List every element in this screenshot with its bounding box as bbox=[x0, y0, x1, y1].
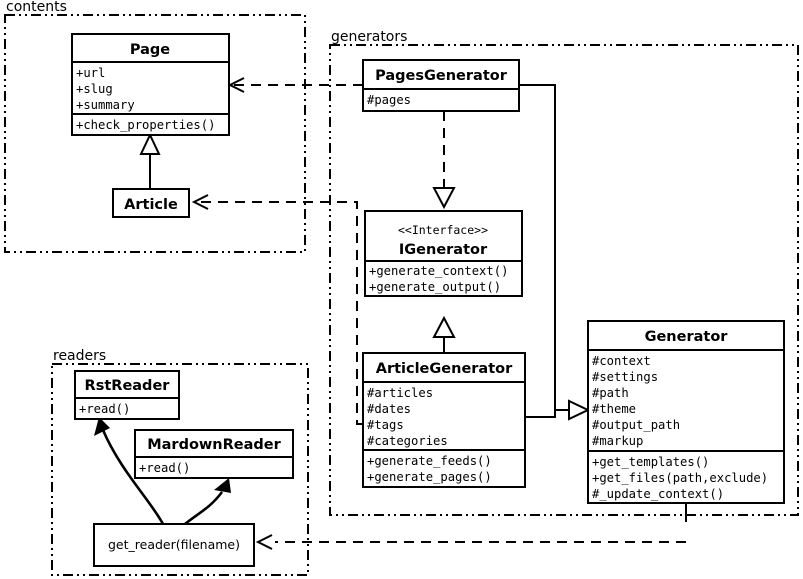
relation-getreader-rstreader-line bbox=[101, 429, 165, 525]
relation-articlegenerator-generator bbox=[525, 399, 591, 421]
class-method-mardownreader-read: +read() bbox=[139, 461, 190, 475]
relation-pagesgenerator-generator-line bbox=[519, 84, 570, 411]
class-name-pagesgenerator: PagesGenerator bbox=[375, 68, 508, 84]
package-generators-border bbox=[329, 44, 799, 516]
relation-getreader-mardownreader-arrowhead bbox=[214, 478, 231, 493]
relation-article-page-arrowhead bbox=[139, 132, 161, 155]
class-method-page-check-properties: +check_properties() bbox=[76, 118, 215, 132]
relation-pagesgenerator-igenerator bbox=[432, 111, 456, 210]
relation-pagesgenerator-page bbox=[227, 77, 363, 93]
function-box-get-reader-frame bbox=[93, 523, 255, 567]
package-generators-label: generators bbox=[331, 29, 407, 45]
class-name-articlegenerator: ArticleGenerator bbox=[376, 361, 513, 377]
relation-generator-arrowhead bbox=[568, 399, 591, 421]
class-box-page-frame bbox=[71, 33, 230, 136]
class-attribute-generator-settings: #settings bbox=[592, 370, 658, 384]
class-method-igenerator-generate-context: +generate_context() bbox=[369, 264, 508, 278]
class-name-igenerator: IGenerator bbox=[399, 242, 488, 258]
function-label-get-reader: get_reader(filename) bbox=[108, 537, 240, 552]
relation-getreader-rstreader bbox=[94, 417, 165, 525]
class-attribute-generator-markup: #markup bbox=[592, 434, 643, 448]
class-attribute-page-url: +url bbox=[76, 66, 105, 80]
function-box-get-reader[interactable]: get_reader(filename) bbox=[93, 523, 255, 567]
class-box-articlegenerator[interactable]: ArticleGenerator #articles #dates #tags … bbox=[362, 352, 526, 488]
class-attribute-articlegenerator-articles: #articles bbox=[367, 386, 433, 400]
class-method-generator-get-templates: +get_templates() bbox=[592, 455, 709, 469]
class-attribute-page-slug: +slug bbox=[76, 82, 113, 96]
class-attribute-generator-path: #path bbox=[592, 386, 629, 400]
class-box-page[interactable]: Page +url +slug +summary +check_properti… bbox=[71, 33, 230, 136]
class-name-mardownreader: MardownReader bbox=[147, 437, 281, 453]
class-box-igenerator[interactable]: <<Interface>> IGenerator +generate_conte… bbox=[364, 210, 523, 297]
class-box-articlegenerator-frame bbox=[362, 352, 526, 488]
package-readers-label: readers bbox=[53, 348, 106, 364]
relation-articlegenerator-igenerator bbox=[432, 315, 456, 353]
class-box-generator[interactable]: Generator #context #settings #path #them… bbox=[587, 320, 785, 504]
class-box-rstreader[interactable]: RstReader +read() bbox=[74, 370, 180, 420]
class-box-pagesgenerator-frame bbox=[362, 59, 520, 112]
relation-articlegenerator-article-arrowhead bbox=[191, 194, 209, 210]
class-method-generator-update-context: #_update_context() bbox=[592, 487, 724, 501]
relation-getreader-mardownreader bbox=[184, 478, 231, 526]
class-method-igenerator-generate-output: +generate_output() bbox=[369, 280, 501, 294]
relation-article-page bbox=[139, 132, 161, 189]
package-generators: generators bbox=[329, 29, 799, 516]
class-method-rstreader-read: +read() bbox=[79, 402, 130, 416]
package-contents-border bbox=[4, 14, 306, 253]
relation-getreader-rstreader-arrowhead bbox=[94, 417, 110, 436]
class-attribute-articlegenerator-tags: #tags bbox=[367, 418, 404, 432]
class-attribute-articlegenerator-dates: #dates bbox=[367, 402, 411, 416]
relation-pagesgenerator-igenerator-arrowhead bbox=[432, 187, 456, 210]
class-box-article[interactable]: Article bbox=[112, 188, 190, 218]
class-attribute-pagesgenerator-pages: #pages bbox=[367, 93, 411, 107]
relation-articlegenerator-article bbox=[191, 194, 363, 425]
class-box-article-frame bbox=[112, 188, 190, 218]
relation-articlegenerator-igenerator-arrowhead bbox=[432, 315, 456, 338]
class-name-generator: Generator bbox=[645, 329, 729, 345]
relation-generator-getreader-arrowhead bbox=[255, 534, 273, 550]
class-method-generator-get-files: +get_files(path,exclude) bbox=[592, 471, 768, 485]
class-box-mardownreader[interactable]: MardownReader +read() bbox=[134, 429, 294, 479]
class-box-generator-frame bbox=[587, 320, 785, 504]
class-box-igenerator-frame bbox=[364, 210, 523, 297]
relation-getreader-mardownreader-line bbox=[184, 491, 224, 526]
package-readers: readers bbox=[51, 348, 309, 576]
class-stereotype-igenerator: <<Interface>> bbox=[398, 223, 488, 237]
class-name-rstreader: RstReader bbox=[85, 378, 171, 394]
package-contents-label: contents bbox=[6, 0, 67, 15]
class-method-articlegenerator-generate-pages: +generate_pages() bbox=[367, 470, 492, 484]
class-attribute-generator-theme: #theme bbox=[592, 402, 636, 416]
class-box-mardownreader-frame bbox=[134, 429, 294, 479]
relation-pagesgenerator-generator bbox=[519, 84, 570, 411]
class-name-page: Page bbox=[130, 42, 170, 58]
class-name-article: Article bbox=[124, 197, 178, 213]
class-attribute-generator-output-path: #output_path bbox=[592, 418, 680, 432]
relation-articlegenerator-article-line bbox=[198, 201, 363, 425]
relation-generator-getreader bbox=[255, 503, 687, 550]
class-box-pagesgenerator[interactable]: PagesGenerator #pages bbox=[362, 59, 520, 112]
class-attribute-articlegenerator-categories: #categories bbox=[367, 434, 448, 448]
relation-articlegenerator-generator-line bbox=[525, 409, 570, 418]
class-box-rstreader-frame bbox=[74, 370, 180, 420]
class-attribute-page-summary: +summary bbox=[76, 98, 135, 112]
class-attribute-generator-context: #context bbox=[592, 354, 651, 368]
package-contents: contents bbox=[4, 0, 306, 253]
class-method-articlegenerator-generate-feeds: +generate_feeds() bbox=[367, 454, 492, 468]
